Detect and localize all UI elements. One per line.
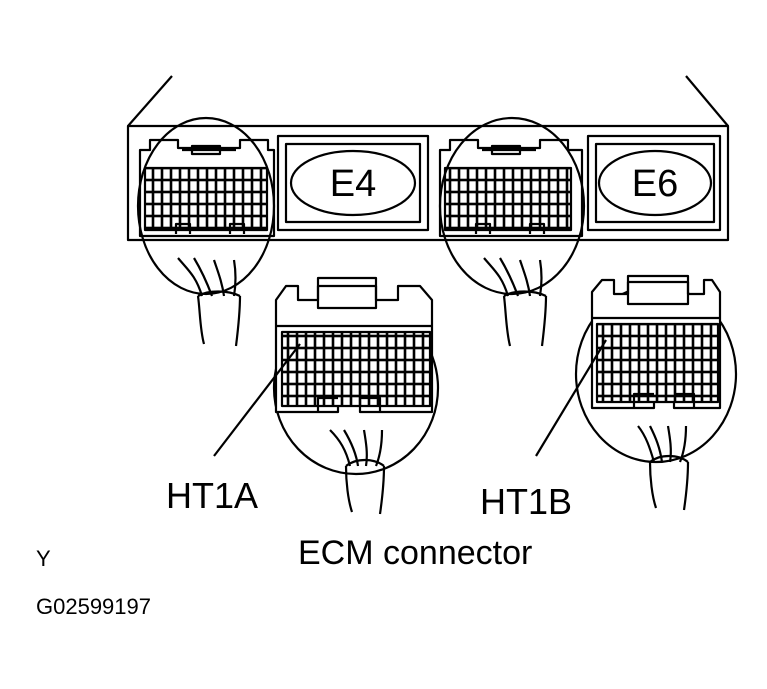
corner-mark: Y bbox=[36, 546, 51, 571]
e6-frame bbox=[586, 134, 722, 232]
ht1a-connector bbox=[272, 276, 440, 515]
label-e6: E6 bbox=[632, 163, 678, 205]
figure-code: G02599197 bbox=[36, 594, 151, 619]
ht1b-connector bbox=[574, 274, 738, 511]
leader-ht1b bbox=[535, 339, 607, 457]
label-ht1a: HT1A bbox=[166, 475, 258, 516]
e4-frame bbox=[276, 134, 430, 232]
leader-ht1a bbox=[213, 343, 301, 457]
caption: ECM connector bbox=[298, 534, 532, 572]
ecm-header-right bbox=[438, 138, 584, 238]
label-e4: E4 bbox=[330, 163, 376, 205]
label-ht1b: HT1B bbox=[480, 481, 572, 522]
callout-right bbox=[438, 116, 586, 347]
callout-left bbox=[136, 116, 276, 347]
ecm-header-left bbox=[138, 138, 276, 238]
